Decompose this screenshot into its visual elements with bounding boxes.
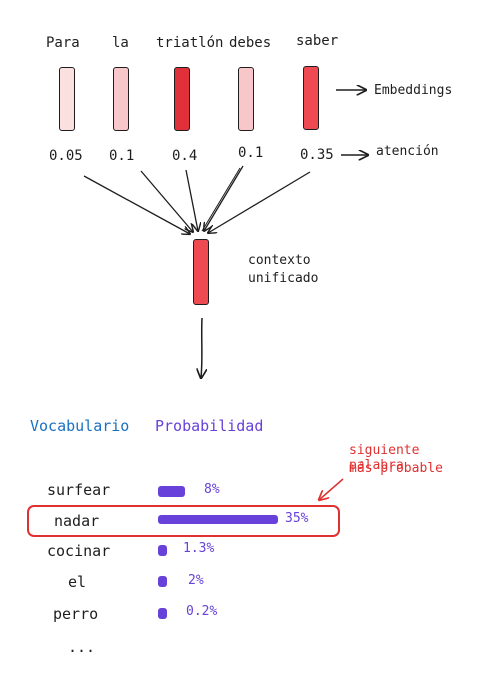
attention-weight-la: 0.1 [109, 148, 135, 164]
vocab-word-cocinar: cocinar [47, 542, 111, 560]
prob-bar-surfear [158, 486, 186, 497]
next-word-note-line1: siguiente palabra [349, 443, 420, 473]
context-vector-bar [193, 239, 209, 305]
vocabulary-header: Vocabulario [30, 417, 130, 435]
output-arrow [201, 317, 202, 378]
converge-arrow-saber [208, 171, 311, 233]
prob-text-perro: 0.2% [186, 604, 218, 619]
prob-text-cocinar: 1.3% [183, 541, 215, 556]
attention-weight-debes: 0.1 [238, 145, 264, 161]
vocab-word-el: el [68, 573, 87, 591]
prob-bar-nadar [158, 515, 278, 524]
context-label-line1: contexto [248, 253, 311, 268]
converge-arrow-para [83, 175, 190, 234]
attention-weight-para: 0.05 [49, 148, 83, 164]
vocab-word-perro: perro [53, 605, 99, 623]
prob-text-el: 2% [188, 573, 204, 588]
token-word-la: la [112, 35, 129, 51]
prob-text-nadar: 35% [285, 511, 309, 526]
token-word-para: Para [46, 35, 80, 51]
next-word-note-line2: más probable [349, 461, 443, 476]
attention-weight-saber: 0.35 [300, 147, 334, 163]
embedding-bar-la [113, 67, 129, 131]
vocab-word-surfear: surfear [47, 481, 111, 499]
prob-text-surfear: 8% [204, 482, 220, 497]
vocab-word-nadar: nadar [54, 512, 100, 530]
embedding-bar-para [59, 67, 75, 131]
converge-arrow-debes [204, 165, 244, 231]
highlight-box [27, 505, 340, 537]
embedding-bar-triatlon [174, 67, 190, 131]
note-arrow [319, 478, 344, 500]
token-word-triatlon: triatlón [156, 35, 224, 51]
converge-arrow-triatlon [185, 169, 198, 231]
token-word-saber: saber [296, 33, 339, 49]
token-word-debes: debes [229, 35, 272, 51]
context-label-line2: unificado [248, 271, 319, 286]
attention-weight-triatlon: 0.4 [172, 148, 198, 164]
prob-bar-el [158, 576, 167, 587]
attention-label: atención [376, 144, 439, 159]
prob-bar-cocinar [158, 545, 167, 556]
prob-bar-perro [158, 608, 167, 619]
embedding-bar-saber [303, 66, 319, 130]
embedding-bar-debes [238, 67, 254, 131]
converge-arrow-la [140, 170, 193, 232]
embeddings-label: Embeddings [374, 83, 453, 98]
probability-header: Probabilidad [155, 417, 264, 435]
vocab-ellipsis: ... [68, 638, 96, 656]
